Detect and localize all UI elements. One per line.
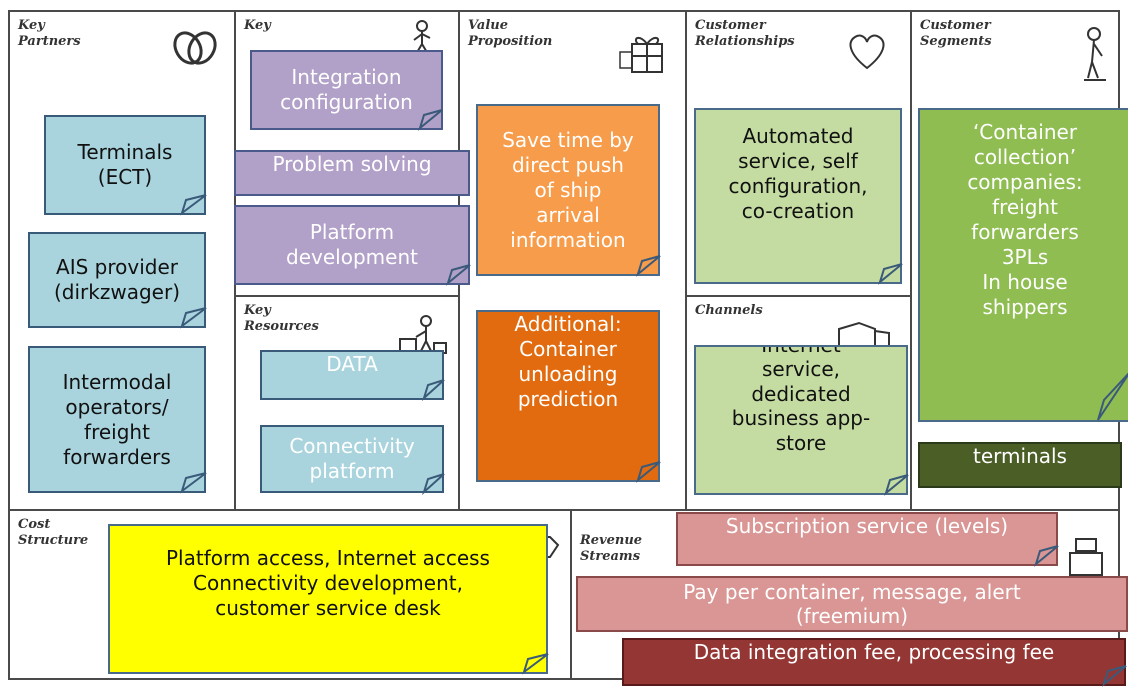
note-save-time: Save time by direct push of ship arrival…: [476, 104, 660, 276]
note-automated-service-text: Automated service, self configuration, c…: [728, 124, 868, 223]
note-data-text: DATA: [326, 352, 378, 376]
customer-segments-title: Customer Segments: [920, 18, 992, 49]
key-resources-title: Key Resources: [244, 303, 319, 334]
customer-relationships-title: Customer Relationships: [695, 18, 795, 49]
value-proposition-title: Value Proposition: [468, 18, 553, 49]
chain-links-icon: [173, 31, 217, 65]
note-pay-per-container: Pay per container, message, alert (freem…: [576, 576, 1128, 632]
person-icon: [1084, 27, 1106, 81]
note-terminals-ect: Terminals (ECT): [44, 115, 206, 215]
revenue-streams-title: Revenue Streams: [580, 533, 643, 564]
note-intermodal-text: Intermodal operators/ freight forwarders: [62, 369, 172, 469]
note-terminals-text: terminals: [973, 444, 1067, 468]
note-terminals: terminals: [918, 442, 1122, 488]
gift-icon: [619, 37, 663, 73]
note-terminals-ect-text: Terminals (ECT): [77, 140, 173, 189]
note-data: DATA: [260, 350, 444, 400]
note-additional-text: Additional: Container unloading predicti…: [514, 312, 622, 411]
note-problem-solving-text: Problem solving: [272, 152, 432, 176]
key-activities-title: Key: [244, 18, 271, 33]
note-container-collection-text: ‘Container collection’ companies: freigh…: [967, 120, 1083, 319]
note-subscription-text: Subscription service (levels): [725, 514, 1009, 538]
note-container-collection: ‘Container collection’ companies: freigh…: [918, 108, 1128, 422]
note-pay-per-container-text: Pay per container, message, alert (freem…: [683, 580, 1021, 628]
note-integration-configuration-text: Integration configuration: [280, 65, 413, 114]
cost-structure-title: Cost Structure: [18, 517, 89, 548]
note-connectivity-platform-text: Connectivity platform: [289, 434, 415, 483]
worker-icon: [413, 20, 431, 55]
note-data-integration-fee: Data integration fee, processing fee: [622, 638, 1126, 686]
channels-title: Channels: [695, 303, 763, 318]
note-subscription: Subscription service (levels): [676, 512, 1058, 566]
note-save-time-text: Save time by direct push of ship arrival…: [502, 127, 634, 252]
note-additional: Additional: Container unloading predicti…: [476, 310, 660, 482]
note-connectivity-platform: Connectivity platform: [260, 425, 444, 493]
heart-icon: [849, 34, 885, 70]
note-cost-structure: Platform access, Internet access Connect…: [108, 524, 548, 674]
note-platform-development-text: Platform development: [286, 220, 418, 269]
note-internet-service: Internet service, dedicated business app…: [694, 345, 908, 495]
note-platform-development: Platform development: [234, 205, 470, 285]
note-intermodal: Intermodal operators/ freight forwarders: [28, 346, 206, 493]
note-ais-provider: AIS provider (dirkzwager): [28, 232, 206, 328]
note-data-integration-fee-text: Data integration fee, processing fee: [693, 640, 1055, 664]
key-partners-title: Key Partners: [18, 18, 81, 49]
note-cost-structure-text: Platform access, Internet access Connect…: [166, 546, 490, 620]
note-internet-service-text: Internet service, dedicated business app…: [731, 345, 871, 455]
note-integration-configuration: Integration configuration: [250, 50, 443, 130]
note-automated-service: Automated service, self configuration, c…: [694, 108, 902, 284]
note-ais-provider-text: AIS provider (dirkzwager): [54, 255, 180, 304]
note-problem-solving: Problem solving: [234, 150, 470, 196]
